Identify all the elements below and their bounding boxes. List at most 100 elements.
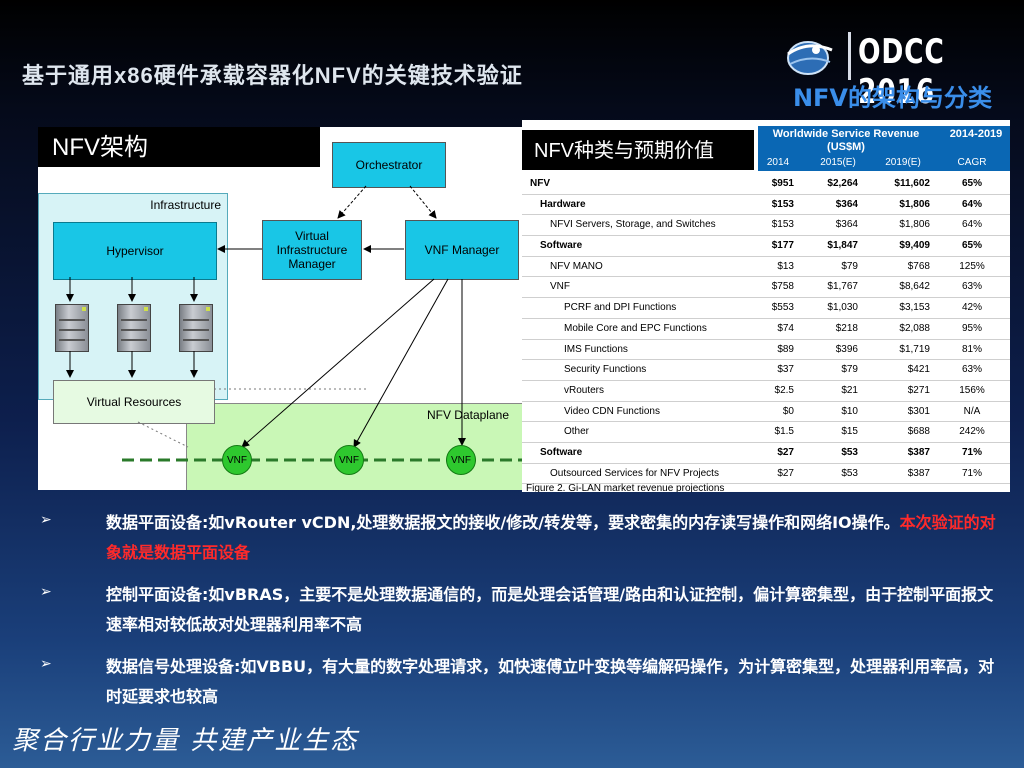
row-label: NFV MANO [550,261,603,272]
cell-cagr: 242% [946,426,998,437]
table-row: vRouters$2.5$21$271156% [522,381,1010,402]
table-row: IMS Functions$89$396$1,71981% [522,340,1010,361]
cell-2019: $421 [878,364,930,375]
bullet-item: ➢ 数据平面设备:如vRouter vCDN,处理数据报文的接收/修改/转发等，… [36,508,1004,568]
header-title: Worldwide Service Revenue (US$M) [758,128,934,154]
cell-2014: $27 [760,447,794,458]
cell-2015: $15 [816,426,858,437]
row-label: VNF [550,281,570,292]
cell-2019: $1,719 [878,344,930,355]
cell-cagr: 71% [946,447,998,458]
table-header: Worldwide Service Revenue (US$M) 2014-20… [758,126,1010,171]
table-row: Software $27 $53 $387 71% [522,443,1010,464]
cell-cagr: 65% [946,240,998,251]
cell-2014: $177 [760,240,794,251]
cell-2014: $951 [760,178,794,189]
table-row: Hardware $153 $364 $1,806 64% [522,195,1010,216]
nfv-architecture-diagram: NFV架构 Infrastructure Hypervisor NFV Data… [38,127,522,490]
cell-2014: $553 [760,302,794,313]
cell-2014: $27 [760,468,794,479]
bullet-list: ➢ 数据平面设备:如vRouter vCDN,处理数据报文的接收/修改/转发等，… [36,508,1004,724]
col-cagr: CAGR [946,157,998,168]
cell-2015: $1,030 [816,302,858,313]
table-row: PCRF and DPI Functions $553 $1,030 $3,153 42… [522,298,1010,319]
cell-2019: $271 [878,385,930,396]
cell-2014: $153 [760,219,794,230]
bullet-item: ➢ 数据信号处理设备:如VBBU，有大量的数字处理请求，如快速傅立叶变换等编解码… [36,652,1004,712]
cell-cagr: 81% [946,344,998,355]
cell-2014: $1.5 [760,426,794,437]
table-caption: Figure 2. Gi-LAN market revenue projecti… [526,483,724,492]
table-row: Security Functions$37$79$42163% [522,360,1010,381]
table-row: NFVI Servers, Storage, and Switches$153$… [522,215,1010,236]
cell-cagr: 95% [946,323,998,334]
cell-2019: $11,602 [878,178,930,189]
bullet-text: 数据信号处理设备:如VBBU，有大量的数字处理请求，如快速傅立叶变换等编解码操作… [106,657,994,706]
cell-2015: $79 [816,364,858,375]
arrow-bullet-icon: ➢ [40,655,52,672]
diagram-connectors [38,127,522,490]
table-row: Outsourced Services for NFV Projects $27 $… [522,464,1010,485]
cell-cagr: 42% [946,302,998,313]
bullet-item: ➢ 控制平面设备:如vBRAS，主要不是处理数据通信的，而是处理会话管理/路由和… [36,580,1004,640]
cell-2019: $2,088 [878,323,930,334]
row-label: Video CDN Functions [564,406,660,417]
cell-2019: $3,153 [878,302,930,313]
row-label: Outsourced Services for NFV Projects [550,468,719,479]
table-heading: NFV种类与预期价值 [522,130,754,170]
row-label: PCRF and DPI Functions [564,302,676,313]
cell-2014: $74 [760,323,794,334]
col-2019: 2019(E) [878,157,928,168]
cell-2019: $688 [878,426,930,437]
slide-title: 基于通用x86硬件承载容器化NFV的关键技术验证 [22,58,523,90]
row-label: Hardware [540,199,586,210]
cell-2014: $758 [760,281,794,292]
globe-emblem-icon [780,32,840,78]
row-label: Software [540,447,582,458]
cell-cagr: N/A [946,406,998,417]
cell-2015: $10 [816,406,858,417]
header-cagr-range: 2014-2019 [942,128,1010,141]
row-label: IMS Functions [564,344,628,355]
bullet-text: 控制平面设备:如vBRAS，主要不是处理数据通信的，而是处理会话管理/路由和认证… [106,585,993,634]
cell-2019: $387 [878,447,930,458]
cell-cagr: 64% [946,199,998,210]
row-label: Mobile Core and EPC Functions [564,323,707,334]
cell-2019: $8,642 [878,281,930,292]
cell-2015: $2,264 [816,178,858,189]
cell-2015: $53 [816,468,858,479]
col-2014: 2014 [760,157,796,168]
col-2015: 2015(E) [816,157,860,168]
cell-2019: $387 [878,468,930,479]
nfv-revenue-table: NFV种类与预期价值 Worldwide Service Revenue (US… [522,120,1010,492]
cell-cagr: 64% [946,219,998,230]
vnf-node: VNF [334,445,364,475]
cell-2019: $1,806 [878,219,930,230]
row-label: vRouters [564,385,604,396]
cell-cagr: 63% [946,364,998,375]
cell-2015: $364 [816,219,858,230]
cell-2015: $79 [816,261,858,272]
cell-2015: $53 [816,447,858,458]
cell-2014: $153 [760,199,794,210]
table-body: NFV $951 $2,264 $11,602 65% Hardware $153 $364 $… [522,174,1010,484]
cell-2015: $364 [816,199,858,210]
row-label: Other [564,426,589,437]
cell-2015: $396 [816,344,858,355]
cell-2019: $1,806 [878,199,930,210]
table-row: Video CDN Functions $0 $10 $301 N/A [522,402,1010,423]
cell-2014: $2.5 [760,385,794,396]
cell-cagr: 63% [946,281,998,292]
bullet-text: 数据平面设备:如vRouter vCDN,处理数据报文的接收/修改/转发等，要求… [106,513,900,532]
row-label: NFV [530,178,550,189]
cell-2014: $0 [760,406,794,417]
arrow-bullet-icon: ➢ [40,583,52,600]
cell-2019: $9,409 [878,240,930,251]
cell-2019: $301 [878,406,930,417]
cell-2019: $768 [878,261,930,272]
vnf-node: VNF [222,445,252,475]
cell-2015: $218 [816,323,858,334]
